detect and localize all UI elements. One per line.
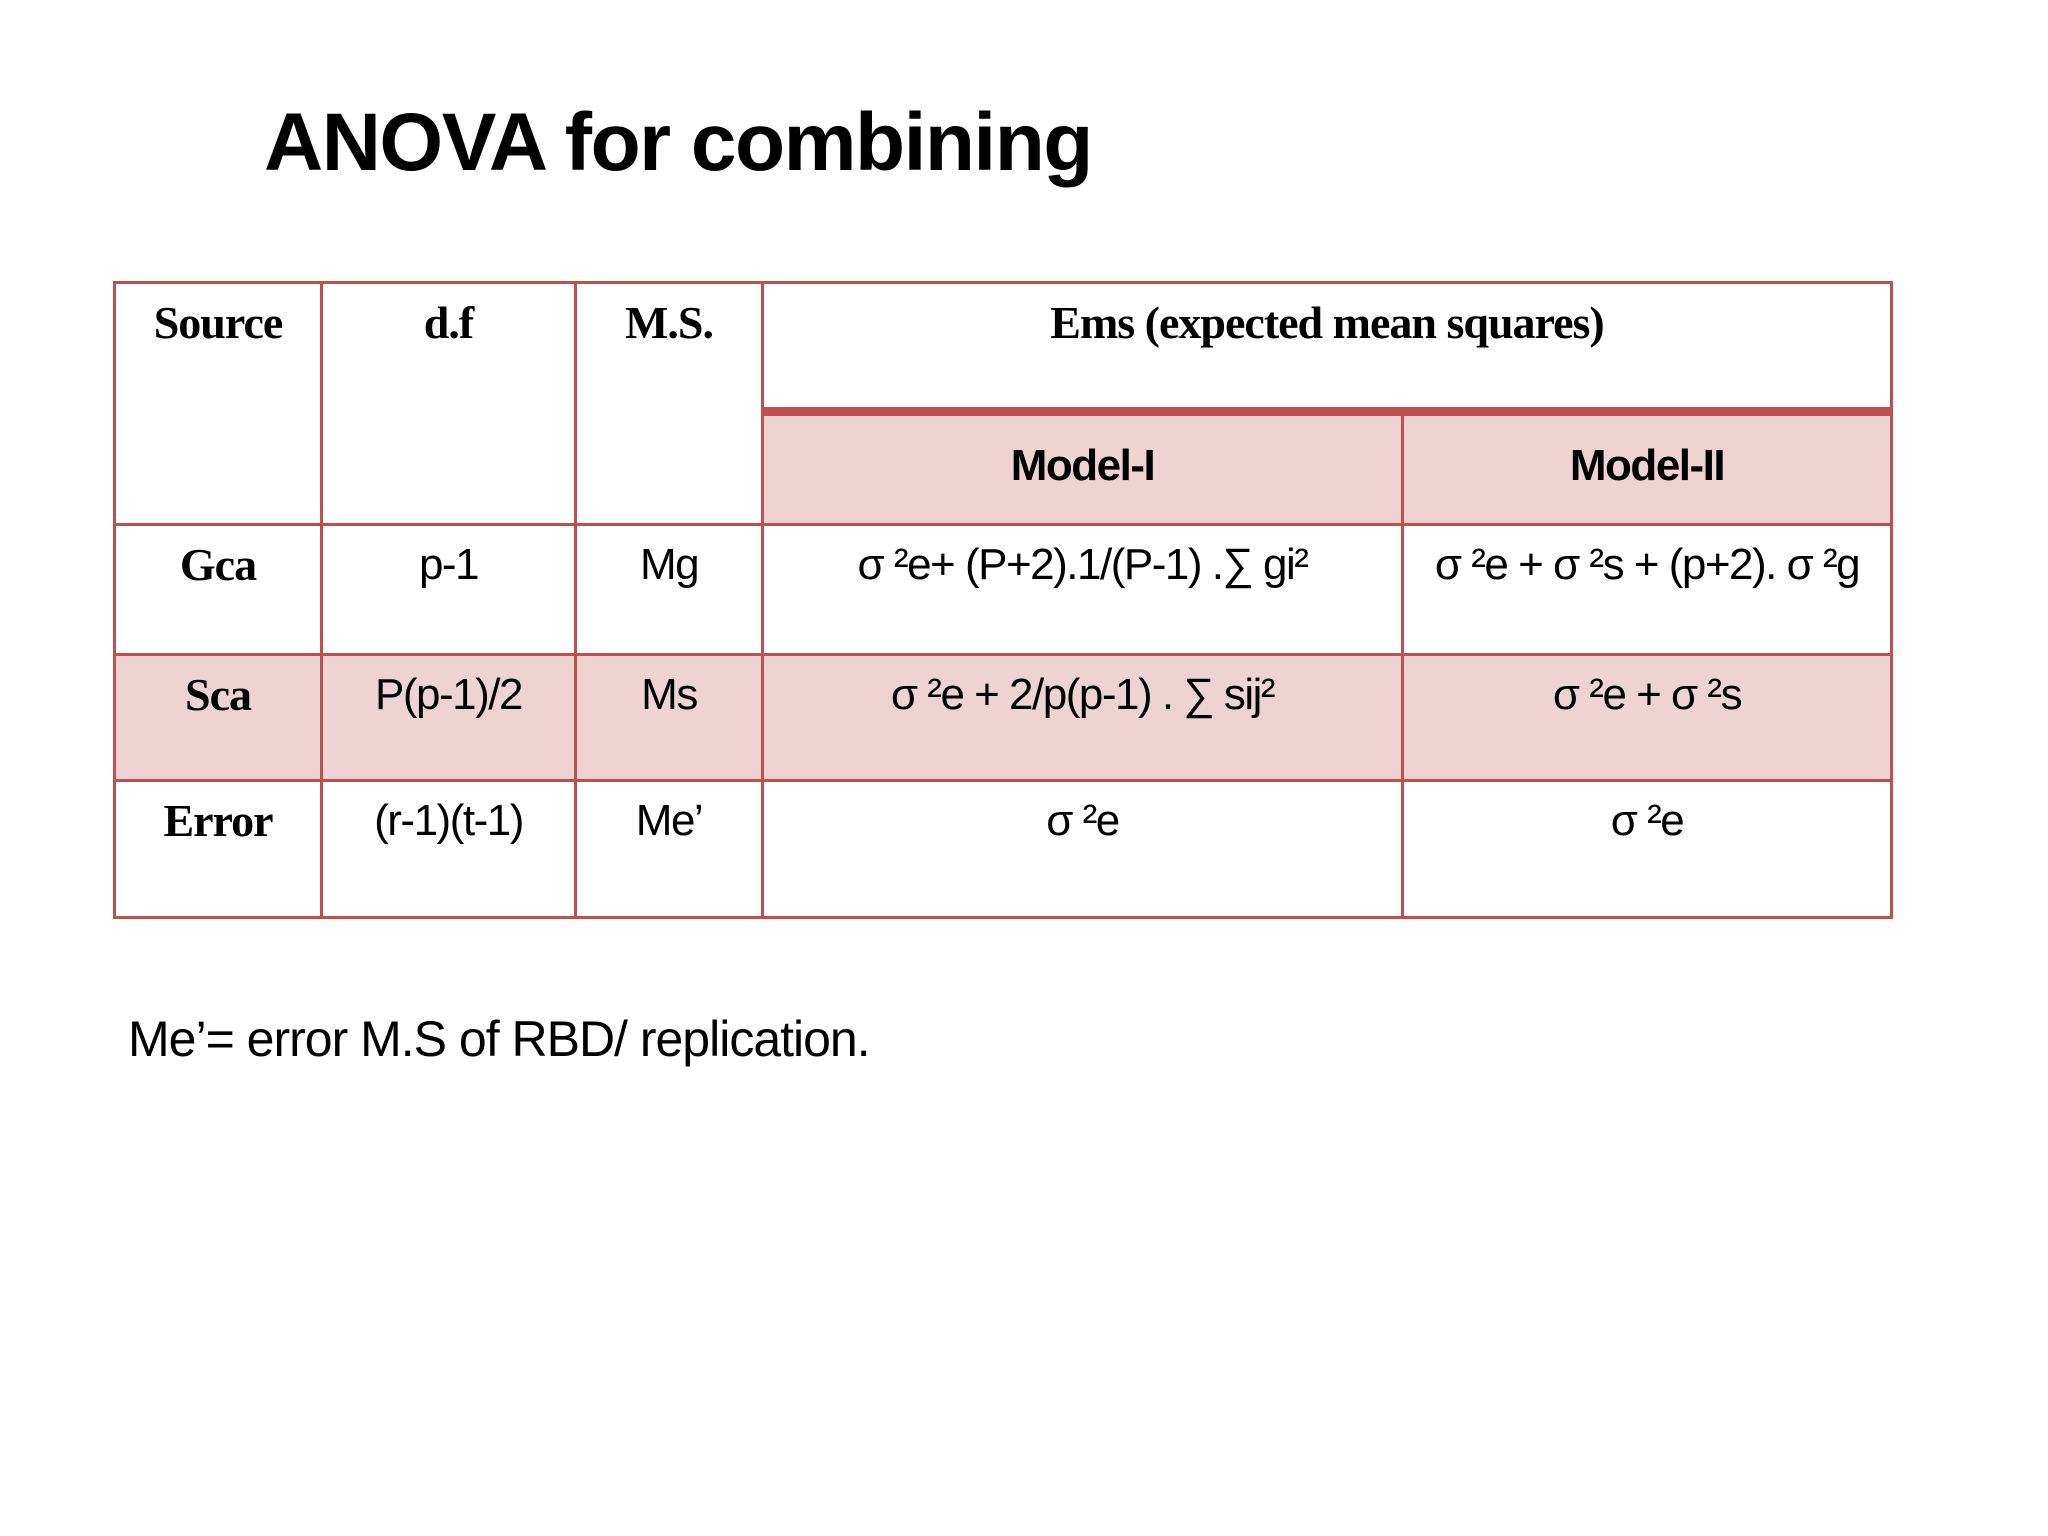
row-model-1: σ ²e [761,779,1404,919]
row-df: P(p-1)/2 [320,653,577,782]
row-df: p-1 [320,523,577,656]
header-ems: Ems (expected mean squares) [760,281,1894,413]
row-ms: Mg [574,523,764,656]
footnote: Me’= error M.S of RBD/ replication. [128,1011,871,1067]
table-row-error: Error (r-1)(t-1) Me’ σ ²e σ ²e [113,779,1894,919]
header-model-1: Model-I [761,407,1404,526]
row-ms: Ms [574,653,764,782]
row-model-1: σ ²e+ (P+2).1/(P-1) .∑ gi² [761,523,1404,656]
header-source: Source [113,281,323,526]
header-row: Source d.f M.S. Ems (expected mean squar… [113,281,1894,526]
row-ms: Me’ [574,779,764,919]
table-row-gca: Gca p-1 Mg σ ²e+ (P+2).1/(P-1) .∑ gi² σ … [113,523,1894,656]
row-model-2: σ ²e [1400,779,1894,919]
slide-title: ANOVA for combining [264,97,1093,188]
row-model-1: σ ²e + 2/p(p-1) . ∑ sij² [761,653,1404,782]
row-df: (r-1)(t-1) [320,779,577,919]
row-model-2: σ ²e + σ ²s + (p+2). σ ²g [1400,523,1894,656]
row-source: Error [113,779,323,919]
table-row-sca: Sca P(p-1)/2 Ms σ ²e + 2/p(p-1) . ∑ sij²… [113,653,1894,782]
header-df: d.f [320,281,577,526]
anova-table: Source d.f M.S. Ems (expected mean squar… [113,281,1894,919]
row-source: Gca [113,523,323,656]
header-ms: M.S. [574,281,764,526]
row-source: Sca [113,653,323,782]
subheader-row: Model-I Model-II [115,407,1894,526]
header-model-2: Model-II [1400,407,1894,526]
row-model-2: σ ²e + σ ²s [1400,653,1894,782]
